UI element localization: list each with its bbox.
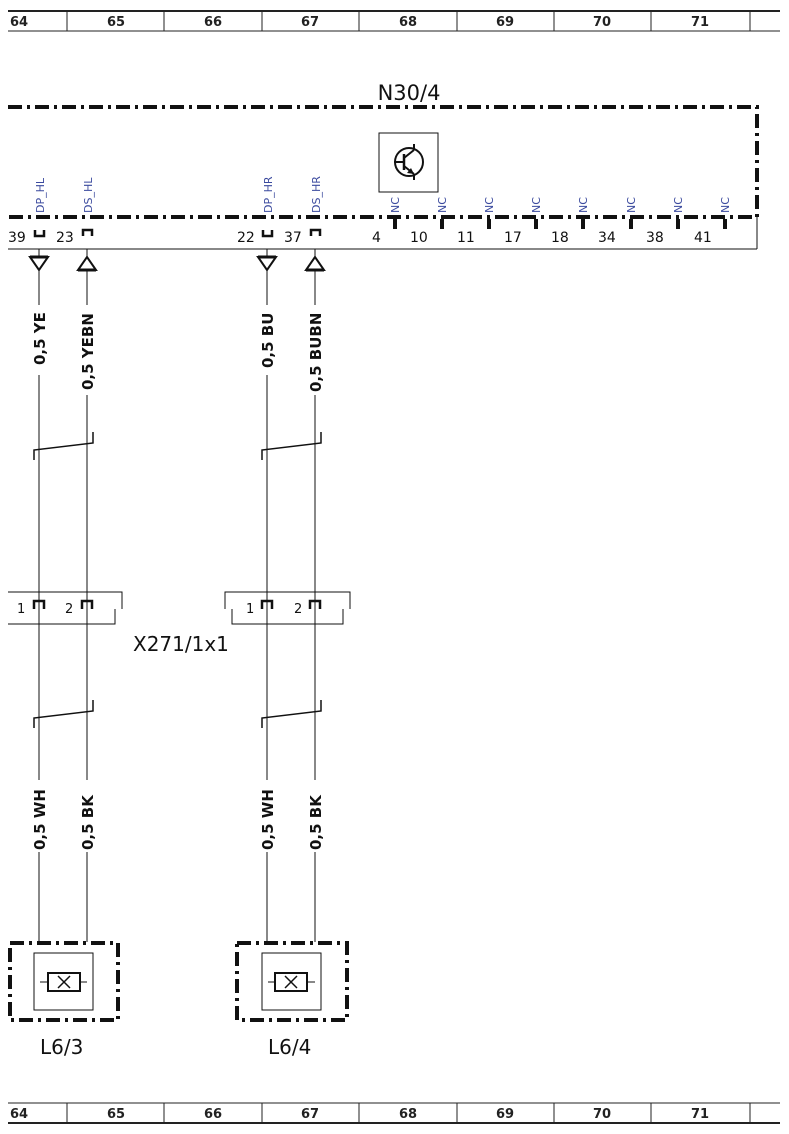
arrow-up-icon (304, 255, 326, 271)
component-label: L6/3 (40, 1035, 83, 1059)
module-pin-39: DP_HL 39 (8, 177, 47, 246)
pin-signal-label: NC (389, 197, 402, 213)
wire-label-bk: 0,5 BK (79, 794, 97, 850)
pin-number-label: 37 (284, 230, 302, 246)
lower-wire-labels: 0,5 WH 0,5 BK 0,5 WH 0,5 BK (31, 780, 325, 852)
pin-number-label: 11 (457, 230, 475, 246)
module-pin-23: DS_HL 23 (56, 177, 95, 246)
pin-number-label: 22 (237, 230, 255, 246)
pin-signal-label: NC (530, 197, 543, 213)
module-pin-41: NC 41 (694, 197, 732, 246)
pin-signal-label: NC (483, 197, 496, 213)
ruler-col-65: 65 (107, 1107, 125, 1122)
module-pin-22: DP_HR 22 (237, 176, 275, 246)
pin-signal-label: NC (672, 197, 685, 213)
pin-number-label: 39 (8, 230, 26, 246)
module-pin-4: NC 4 (372, 197, 402, 246)
bottom-ruler: 64 65 66 67 68 69 70 71 (8, 1102, 780, 1124)
ruler-col-70: 70 (593, 1107, 611, 1122)
module-pin-34: NC 34 (598, 197, 638, 246)
pin-number-label: 18 (551, 230, 569, 246)
wire-label-wh: 0,5 WH (31, 789, 49, 850)
pin-number-label: 41 (694, 230, 712, 246)
connector-x271-1x1: 1 2 1 2 X271/1x1 (8, 591, 351, 656)
pin-number-label: 17 (504, 230, 522, 246)
connector-title: X271/1x1 (133, 632, 229, 656)
direction-arrows (28, 255, 326, 272)
pin-signal-label: DS_HR (310, 176, 323, 213)
pin-number-label: 4 (372, 230, 381, 246)
wire-label-bu: 0,5 BU (259, 313, 277, 368)
ruler-col-68: 68 (399, 1107, 417, 1122)
sensor-icon (33, 952, 94, 1011)
wire-label-yebn: 0,5 YEBN (79, 313, 97, 390)
ruler-col-71: 71 (691, 1107, 709, 1122)
component-l6-3: L6/3 (8, 941, 120, 1059)
connector-pin-label: 2 (294, 602, 302, 617)
wire-label-bubn: 0,5 BUBN (307, 313, 325, 392)
module-pin-37: DS_HR 37 (284, 176, 323, 246)
wire-label-bk: 0,5 BK (307, 794, 325, 850)
pin-signal-label: NC (719, 197, 732, 213)
connector-pin-label: 2 (65, 602, 73, 617)
twist-marks (33, 432, 322, 728)
component-label: L6/4 (268, 1035, 311, 1059)
pin-signal-label: DS_HL (82, 177, 95, 213)
pin-signal-label: NC (625, 197, 638, 213)
ruler-col-64: 64 (10, 15, 28, 30)
pin-signal-label: DP_HR (262, 176, 275, 213)
pin-number-label: 34 (598, 230, 616, 246)
pin-signal-label: NC (436, 197, 449, 213)
connector-pin-label: 1 (17, 602, 25, 617)
module-pin-17: NC 17 (504, 197, 543, 246)
pin-signal-label: DP_HL (34, 177, 47, 213)
module-n30-4: N30/4 (8, 81, 759, 250)
ruler-col-69: 69 (496, 15, 514, 30)
ruler-col-64: 64 (10, 1107, 28, 1122)
ruler-col-69: 69 (496, 1107, 514, 1122)
pin-number-label: 38 (646, 230, 664, 246)
sensor-icon (261, 952, 322, 1011)
ruler-col-71: 71 (691, 15, 709, 30)
module-pin-11: NC 11 (457, 197, 496, 246)
connector-pin-label: 1 (246, 602, 254, 617)
top-ruler: 64 65 66 67 68 69 70 71 (8, 10, 780, 32)
ruler-col-67: 67 (301, 15, 319, 30)
module-title: N30/4 (378, 81, 441, 105)
ruler-col-68: 68 (399, 15, 417, 30)
arrow-up-icon (76, 255, 98, 271)
arrow-down-icon (256, 256, 278, 272)
ruler-col-65: 65 (107, 15, 125, 30)
component-l6-4: L6/4 (235, 941, 349, 1059)
transistor-icon (378, 132, 439, 193)
arrow-down-icon (28, 256, 50, 272)
pin-number-label: 10 (410, 230, 428, 246)
module-pin-10: NC 10 (410, 197, 449, 246)
ruler-col-66: 66 (204, 1107, 222, 1122)
module-pin-38: NC 38 (646, 197, 685, 246)
pin-signal-label: NC (577, 197, 590, 213)
module-pin-18: NC 18 (551, 197, 590, 246)
ruler-col-67: 67 (301, 1107, 319, 1122)
wire-label-ye: 0,5 YE (31, 312, 49, 365)
ruler-col-66: 66 (204, 15, 222, 30)
upper-wire-labels: 0,5 YE 0,5 YEBN 0,5 BU 0,5 BUBN (31, 305, 325, 395)
pin-number-label: 23 (56, 230, 74, 246)
ruler-col-70: 70 (593, 15, 611, 30)
wire-label-wh: 0,5 WH (259, 789, 277, 850)
